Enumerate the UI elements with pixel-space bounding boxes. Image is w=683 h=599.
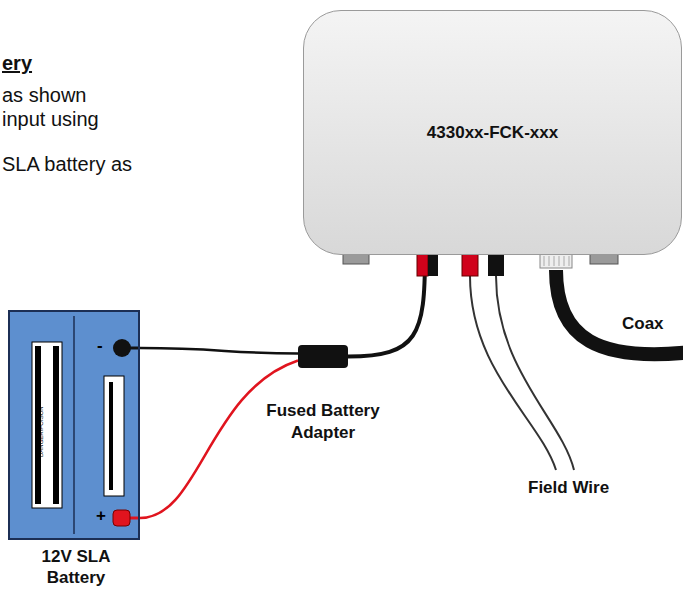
part-label: Fused Battery Adapter (253, 400, 393, 444)
warning-text: DANGER/POISON (38, 406, 44, 457)
terminal-polarity: - (97, 336, 103, 356)
battery: 12V SLA Battery (8, 310, 140, 540)
instruction-text: as shown (2, 84, 87, 107)
coax-cable (556, 270, 683, 354)
field-wire (470, 276, 556, 470)
coax-connector (540, 254, 572, 268)
cable-label: Coax (622, 314, 664, 334)
coax-knurl (544, 256, 569, 266)
heading-fragment: ery (2, 52, 32, 75)
battery-artwork (10, 312, 138, 538)
cable-label: Field Wire (528, 478, 609, 498)
field-plug-red (462, 254, 478, 276)
part-label: 12V SLA Battery (21, 546, 131, 588)
device-name: 4330xx-FCK-xxx (427, 123, 558, 143)
terminal-polarity: + (96, 506, 106, 526)
wire (348, 255, 425, 357)
terminal-block (590, 254, 618, 264)
fuse-holder: Fused Battery Adapter (298, 345, 348, 368)
field-wire (496, 276, 574, 470)
field-plug-black (488, 254, 504, 276)
device-enclosure: 4330xx-FCK-xxx (303, 10, 682, 255)
power-plug-red (417, 254, 428, 276)
instruction-text: SLA battery as (2, 153, 132, 176)
terminal-block (343, 254, 369, 264)
wire (140, 361, 298, 519)
wire (140, 348, 298, 354)
instruction-text: input using (2, 108, 99, 131)
power-plug-black (428, 254, 438, 276)
